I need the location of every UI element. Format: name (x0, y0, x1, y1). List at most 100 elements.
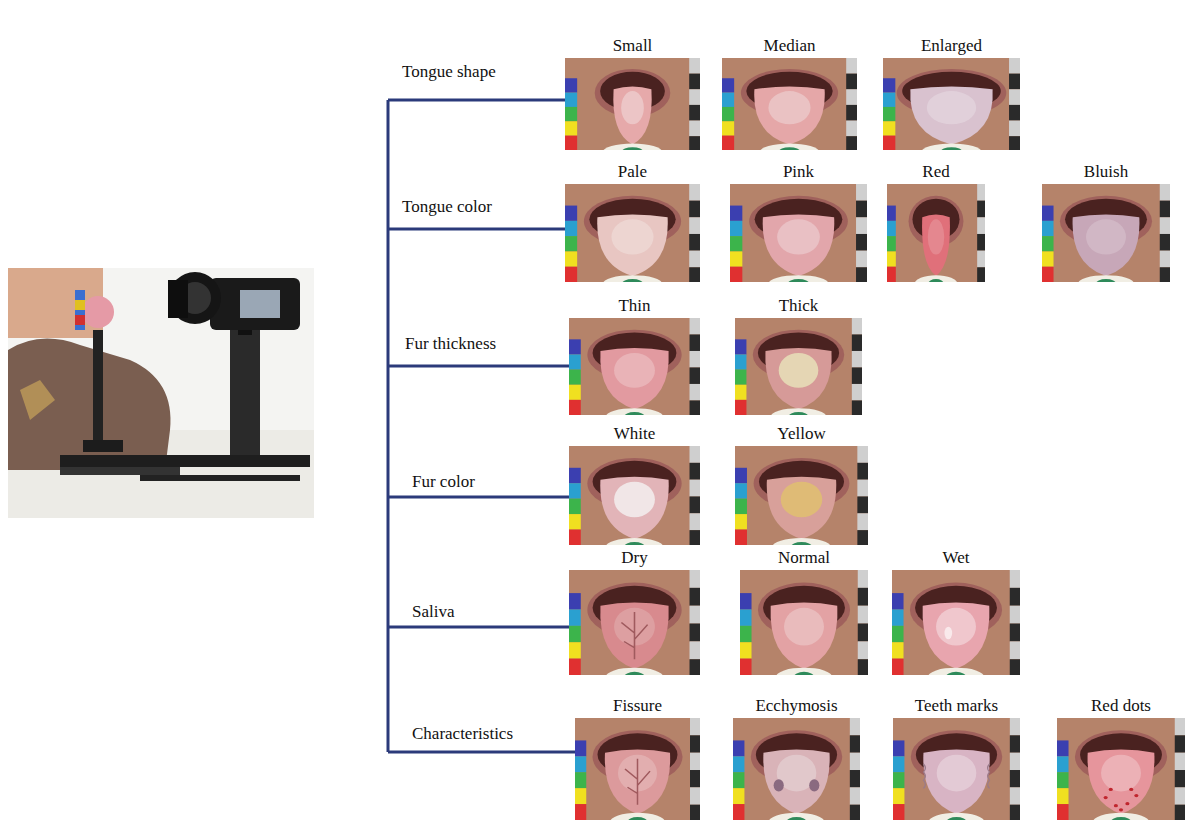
grey-scale (690, 400, 700, 415)
tongue-photo (1042, 184, 1170, 282)
grey-scale (977, 201, 985, 218)
grey-scale (690, 530, 700, 545)
camera-stand (230, 330, 260, 455)
grey-scale (690, 770, 700, 787)
grey-scale (850, 735, 860, 752)
grey-scale (846, 121, 857, 137)
tongue-photo (1057, 718, 1185, 820)
grey-scale (858, 659, 868, 675)
chin-rest (603, 275, 662, 282)
color-chart (892, 609, 904, 625)
color-chart (735, 530, 747, 545)
chin-rest (769, 813, 825, 820)
chin-rest-logo (624, 412, 645, 415)
tongue (600, 348, 668, 409)
color-chart (565, 136, 577, 150)
grey-scale (850, 718, 860, 735)
image-caption: Median (762, 37, 818, 56)
color-chart (893, 772, 904, 788)
face-skin (735, 318, 862, 415)
grey-scale (1175, 770, 1185, 787)
grey-scale (1160, 217, 1170, 234)
color-chart (735, 354, 746, 369)
color-chart (892, 593, 904, 609)
tongue-image: Fissure (575, 718, 700, 820)
category-label: Fur color (410, 472, 477, 492)
color-chart (569, 609, 581, 625)
chin-rest-post (93, 330, 103, 440)
grey-scale (852, 400, 862, 415)
tree-branch (388, 365, 569, 368)
fissure-lines (621, 612, 647, 659)
saliva-shine (944, 627, 952, 640)
grey-scale (858, 641, 868, 659)
color-chart (75, 290, 85, 330)
tongue-image: Ecchymosis (733, 718, 860, 820)
chin-rest-logo (946, 817, 966, 820)
color-chart (893, 804, 904, 820)
color-chart (1042, 251, 1054, 266)
color-chart (722, 136, 734, 150)
color-chart (569, 385, 581, 400)
color-chart (893, 740, 904, 756)
color-chart (565, 267, 577, 282)
color-chart (887, 206, 896, 221)
chin-rest (768, 275, 828, 282)
tongue (754, 87, 825, 145)
tongue (923, 603, 990, 669)
chin-rest (914, 275, 957, 282)
tongue (763, 750, 829, 814)
grey-scale (1009, 105, 1020, 121)
color-chart (883, 107, 895, 121)
category-label: Characteristics (410, 724, 515, 744)
chin-rest-logo (622, 147, 644, 150)
tongue-fur (614, 482, 655, 518)
image-caption: White (612, 425, 658, 444)
tongue-image: Median (722, 58, 857, 150)
image-caption: Pale (616, 163, 649, 182)
red-dot (1129, 788, 1133, 791)
color-chart (740, 659, 752, 675)
chin-rest (1078, 275, 1134, 282)
grey-scale (1010, 805, 1020, 820)
color-chart (575, 772, 586, 788)
tongue (923, 750, 989, 814)
color-chart (569, 530, 581, 545)
grey-scale (856, 234, 867, 251)
grey-scale (690, 384, 700, 400)
grey-scale (852, 367, 862, 383)
tongue-photo (735, 318, 862, 415)
face-skin (565, 184, 700, 282)
tongue (605, 750, 670, 814)
grey-scale (846, 105, 857, 121)
color-chart (575, 740, 586, 756)
chin-rest-logo (946, 672, 966, 675)
face-skin (569, 570, 700, 675)
tongue-fur (927, 91, 976, 124)
grey-scale (1160, 234, 1170, 251)
tongue-fur (781, 482, 822, 518)
face-skin (569, 446, 700, 545)
color-chart (735, 499, 747, 514)
chin-rest-logo (624, 542, 645, 545)
tongue-fur (937, 755, 977, 792)
tongue-image: White (569, 446, 700, 545)
tree-branch (388, 228, 565, 231)
tongue (771, 603, 838, 669)
category-tree (388, 100, 575, 752)
grey-scale (852, 384, 862, 400)
grey-scale (1010, 588, 1020, 606)
chin-rest-logo (788, 412, 808, 415)
color-chart (735, 514, 747, 529)
color-chart (75, 300, 85, 310)
chin-rest (921, 144, 981, 150)
grey-scale (850, 805, 860, 820)
color-chart (565, 78, 577, 92)
grey-scale (1010, 770, 1020, 787)
fissure-lines (625, 759, 650, 805)
color-chart (892, 642, 904, 658)
image-caption: Fissure (611, 697, 664, 716)
color-chart (565, 251, 577, 266)
red-dot (1119, 808, 1123, 811)
grey-scale (690, 606, 700, 624)
